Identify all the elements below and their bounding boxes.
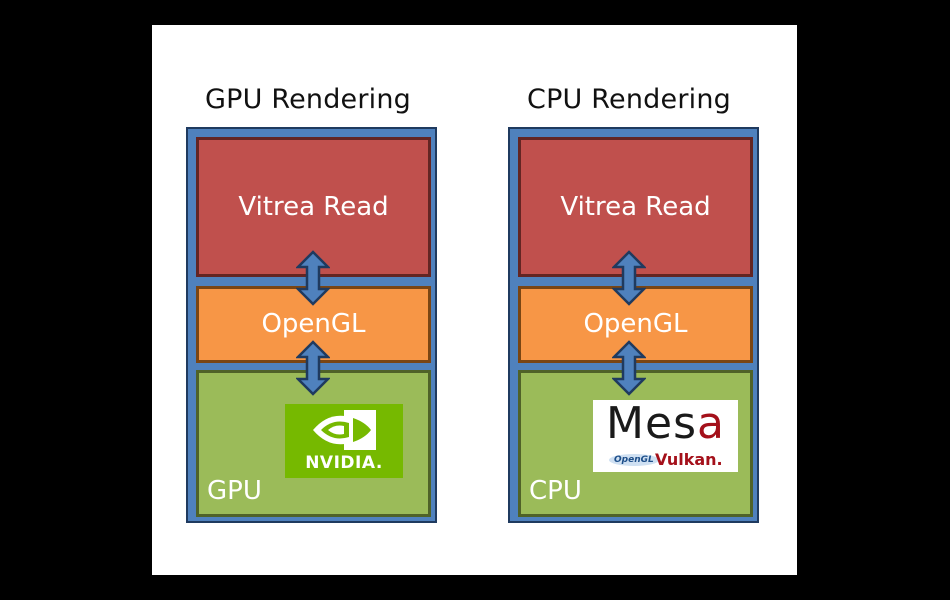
mesa-wordmark-main: Mes (606, 398, 697, 449)
gpu-stack-container: Vitrea Read OpenGL NVIDIA. GPU (186, 127, 437, 523)
cpu-arrow-api-hw (612, 340, 646, 396)
gpu-hardware-label: GPU (207, 476, 262, 506)
gpu-opengl-label: OpenGL (261, 309, 366, 339)
nvidia-logo: NVIDIA. (285, 404, 403, 478)
nvidia-wordmark: NVIDIA. (305, 453, 383, 473)
cpu-opengl-label: OpenGL (583, 309, 688, 339)
vulkan-badge: Vulkan. (655, 450, 723, 469)
gpu-hardware-layer: NVIDIA. GPU (196, 370, 431, 517)
cpu-vitrea-read-layer: Vitrea Read (518, 137, 753, 277)
gpu-stack-title: GPU Rendering (204, 84, 412, 115)
nvidia-eye-icon (313, 410, 376, 450)
cpu-hardware-layer: Mesa OpenGL Vulkan. CPU (518, 370, 753, 517)
cpu-hardware-label: CPU (529, 476, 582, 506)
cpu-vitrea-read-label: Vitrea Read (560, 192, 711, 222)
gpu-vitrea-read-layer: Vitrea Read (196, 137, 431, 277)
mesa-wordmark-accent: a (697, 398, 725, 449)
cpu-stack-container: Vitrea Read OpenGL Mesa OpenGL Vulkan. C… (508, 127, 759, 523)
cpu-arrow-app-api (612, 250, 646, 306)
gpu-arrow-app-api (296, 250, 330, 306)
gpu-vitrea-read-label: Vitrea Read (238, 192, 389, 222)
opengl-badge: OpenGL (609, 454, 659, 466)
gpu-arrow-api-hw (296, 340, 330, 396)
cpu-stack-title: CPU Rendering (527, 84, 731, 115)
mesa-wordmark: Mesa (593, 398, 738, 449)
mesa-logo: Mesa OpenGL Vulkan. (593, 398, 738, 472)
